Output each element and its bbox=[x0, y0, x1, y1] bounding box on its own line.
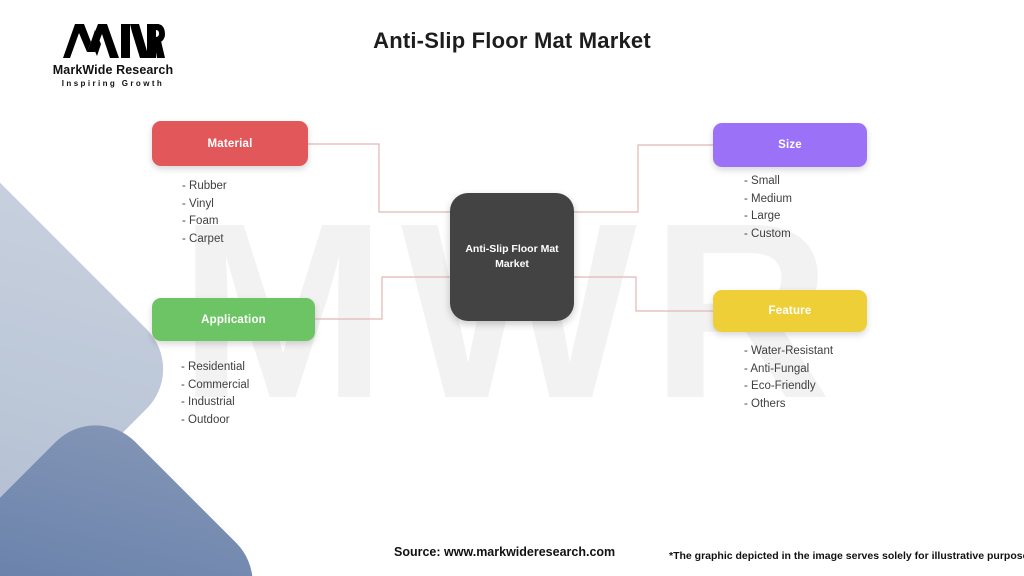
list-item: - Eco-Friendly bbox=[744, 380, 816, 393]
brand-name: MarkWide Research bbox=[52, 63, 174, 77]
mwr-logo-icon bbox=[63, 24, 165, 58]
footer-source: Source: www.markwideresearch.com bbox=[394, 545, 616, 559]
branch-label-application: Application bbox=[201, 313, 266, 326]
center-node-label: Anti-Slip Floor Mat Market bbox=[465, 243, 559, 270]
list-item: - Others bbox=[744, 397, 786, 410]
list-item: - Rubber bbox=[182, 180, 227, 192]
connector-size bbox=[574, 144, 713, 213]
decorative-shape-light-blue bbox=[0, 135, 187, 576]
list-item: - Commercial bbox=[181, 378, 250, 391]
branch-list-size: - Small - Medium - Large - Custom bbox=[744, 173, 792, 243]
branch-node-size[interactable]: Size bbox=[713, 123, 867, 167]
list-item: - Small bbox=[744, 175, 780, 187]
connector-feature bbox=[574, 276, 713, 312]
brand-logo: MarkWide Research Inspiring Growth bbox=[18, 20, 208, 88]
footer-disclaimer: *The graphic depicted in the image serve… bbox=[669, 550, 1024, 562]
connector-material bbox=[308, 143, 450, 213]
list-item: - Carpet bbox=[182, 232, 224, 245]
branch-node-feature[interactable]: Feature bbox=[713, 290, 867, 332]
branch-list-feature: - Water-Resistant - Anti-Fungal - Eco-Fr… bbox=[744, 343, 833, 413]
list-item: - Foam bbox=[182, 215, 219, 228]
branch-list-application: - Residential - Commercial - Industrial … bbox=[181, 359, 249, 429]
list-item: - Industrial bbox=[181, 396, 235, 409]
branch-label-size: Size bbox=[778, 139, 802, 151]
center-node[interactable]: Anti-Slip Floor Mat Market bbox=[450, 193, 574, 321]
list-item: - Residential bbox=[181, 361, 245, 373]
list-item: - Large bbox=[744, 210, 781, 223]
branch-node-material[interactable]: Material bbox=[152, 121, 308, 166]
list-item: - Outdoor bbox=[181, 413, 230, 426]
connector-application bbox=[315, 276, 450, 320]
branch-label-material: Material bbox=[207, 137, 253, 150]
branch-node-application[interactable]: Application bbox=[152, 298, 315, 341]
page-title: Anti-Slip Floor Mat Market bbox=[373, 28, 651, 53]
list-item: - Anti-Fungal bbox=[744, 362, 810, 375]
brand-tagline: Inspiring Growth bbox=[61, 79, 165, 88]
branch-label-feature: Feature bbox=[768, 305, 812, 317]
branch-list-material: - Rubber - Vinyl - Foam - Carpet bbox=[182, 178, 227, 248]
list-item: - Water-Resistant bbox=[744, 345, 834, 357]
list-item: - Vinyl bbox=[182, 197, 214, 210]
list-item: - Medium bbox=[744, 192, 792, 205]
list-item: - Custom bbox=[744, 227, 791, 240]
